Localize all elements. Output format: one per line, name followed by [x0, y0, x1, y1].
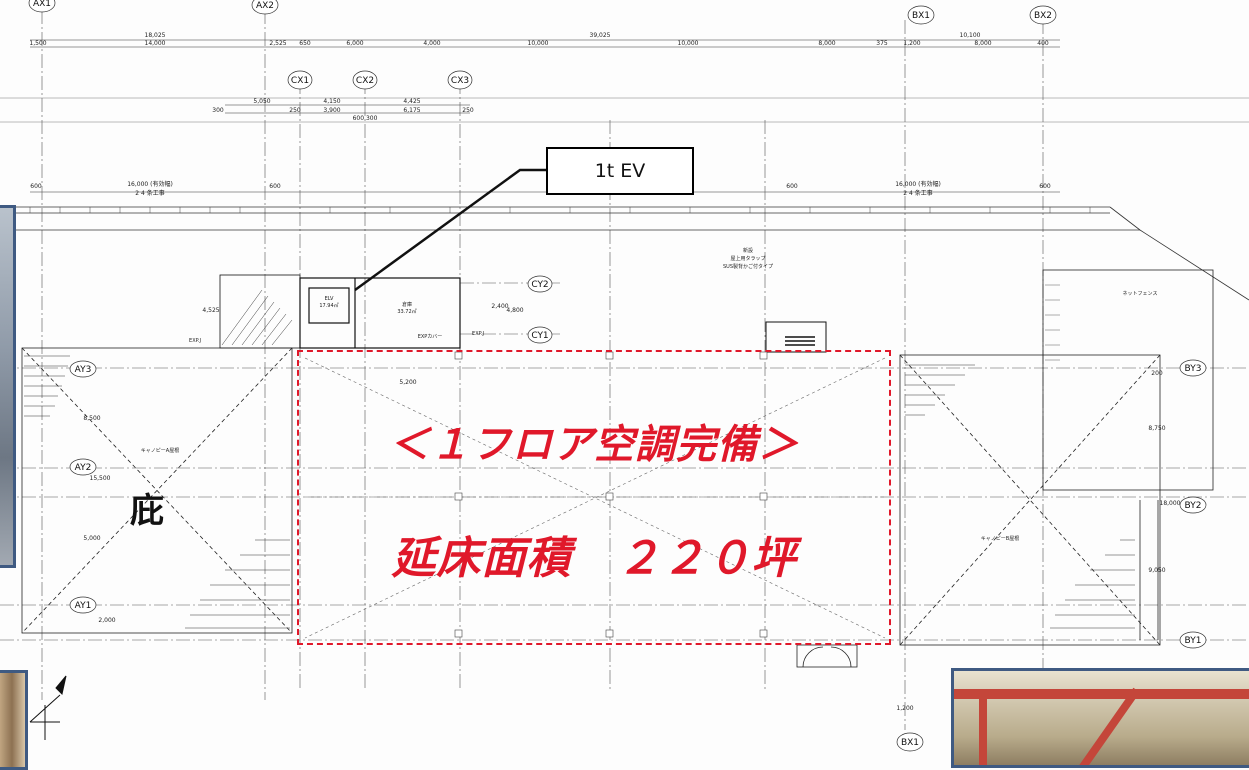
dim-4425: 4,425	[403, 98, 420, 105]
grid-label-cx3: CX3	[451, 76, 469, 86]
room-storage-area: 33.72㎡	[397, 308, 416, 315]
dim-10000-a: 10,000	[528, 40, 549, 47]
floor-area-feature: 延床面積 ２２０坪	[391, 533, 797, 584]
dim-10000-b: 10,000	[678, 40, 699, 47]
dim-18000: 18,000	[1160, 500, 1181, 507]
exp-j-right: EXP.J	[472, 331, 484, 337]
dim-3900: 3,900	[323, 107, 340, 114]
room-storage: 倉庫	[402, 301, 412, 308]
grid-label-ay2: AY2	[75, 463, 92, 473]
dim-16000-right: 16,000 (有効幅)	[895, 180, 941, 188]
grid-label-bx1-bottom: BX1	[901, 738, 919, 748]
dim-2400: 2,400	[491, 303, 508, 310]
grid-label-cx1: CX1	[291, 76, 309, 86]
grid-label-ax1: AX1	[33, 0, 51, 9]
dim-4800: 4,800	[506, 307, 523, 314]
ev-callout-box: 1t EV	[546, 147, 694, 195]
photo-steel-column	[979, 691, 987, 765]
grid-label-ax2: AX2	[256, 1, 274, 11]
ev-callout-label: 1t EV	[594, 160, 646, 182]
dim-8750: 8,750	[1148, 425, 1165, 432]
net-fence-label: ネットフェンス	[1123, 291, 1158, 297]
dim-left-total: 18,025	[145, 32, 166, 39]
dim-375: 375	[876, 40, 888, 47]
north-arrow-icon	[29, 675, 67, 740]
dim-250-b: 250	[462, 107, 474, 114]
dim-24-right: 2 4 条工事	[903, 189, 932, 197]
grid-label-by2: BY2	[1185, 501, 1202, 511]
dim-600-300: 600 300	[353, 115, 378, 122]
dim-8500: 8,500	[83, 415, 100, 422]
dim-15500: 15,500	[90, 475, 111, 482]
dim-8000-b: 8,000	[974, 40, 991, 47]
roof-note-3: SUS製背かご付タイプ	[723, 263, 773, 270]
dim-right-total: 10,100	[960, 32, 981, 39]
grid-label-cx2: CX2	[356, 76, 374, 86]
dim-650: 650	[299, 40, 311, 47]
dim-1200: 1,200	[903, 40, 920, 47]
canopy-a-roof: キャノピーA屋根	[141, 447, 179, 454]
dim-600-d: 600	[1039, 183, 1051, 190]
air-conditioning-feature: ＜１フロア空調完備＞	[389, 422, 799, 468]
dim-5200: 5,200	[399, 379, 416, 386]
dim-8000-a: 8,000	[818, 40, 835, 47]
dim-5000: 5,000	[83, 535, 100, 542]
grid-label-cy1: CY1	[531, 331, 548, 341]
grid-label-bx1: BX1	[912, 11, 930, 21]
dim-1200-bottom: 1,200	[896, 705, 913, 712]
grid-label-by1: BY1	[1185, 636, 1202, 646]
dim-1500: 1,500	[29, 40, 46, 47]
dim-6000: 6,000	[346, 40, 363, 47]
grid-label-bx2: BX2	[1034, 11, 1052, 21]
roof-note-2: 屋上用タラップ	[730, 255, 765, 262]
photo-thumbnail-bottom-left	[0, 670, 28, 770]
dim-total-top: 39,025	[590, 32, 611, 39]
dim-16000-left: 16,000 (有効幅)	[127, 180, 173, 188]
grid-label-ay3: AY3	[75, 365, 92, 375]
grid-label-cy2: CY2	[531, 280, 548, 290]
photo-steel-beam-diagonal	[1076, 687, 1140, 765]
dim-14000: 14,000	[145, 40, 166, 47]
grid-label-ay1: AY1	[75, 601, 92, 611]
room-elv-area: 17.94㎡	[319, 302, 338, 309]
roof-note-1: 新設	[743, 247, 753, 254]
exp-cover: EXPカバー	[418, 334, 443, 340]
photo-steel-beam	[954, 689, 1249, 699]
dim-200: 200	[1151, 370, 1163, 377]
dim-600-a: 600	[30, 183, 42, 190]
dim-4150: 4,150	[323, 98, 340, 105]
room-elv: ELV	[325, 296, 334, 302]
dim-6175: 6,175	[403, 107, 420, 114]
canopy-label: 庇	[130, 491, 164, 531]
dim-4525: 4,525	[202, 307, 219, 314]
dim-250-a: 250	[289, 107, 301, 114]
dim-24-left: 2 4 条工事	[135, 189, 164, 197]
dim-400: 400	[1037, 40, 1049, 47]
dim-9050: 9,050	[1148, 567, 1165, 574]
dim-4000: 4,000	[423, 40, 440, 47]
canopy-b-roof: キャノピーB屋根	[981, 535, 1019, 542]
exp-j-left: EXP.J	[189, 338, 201, 344]
dim-600-c: 600	[786, 183, 798, 190]
grid-label-by3: BY3	[1185, 364, 1202, 374]
photo-thumbnail-bottom-right	[951, 668, 1249, 768]
highlight-zone: ＜１フロア空調完備＞ 延床面積 ２２０坪	[297, 350, 891, 645]
photo-thumbnail-left	[0, 205, 16, 568]
dim-5050: 5,050	[253, 98, 270, 105]
dim-600-b: 600	[269, 183, 281, 190]
dim-300: 300	[212, 107, 224, 114]
dim-2000: 2,000	[98, 617, 115, 624]
dim-2525: 2,525	[269, 40, 286, 47]
